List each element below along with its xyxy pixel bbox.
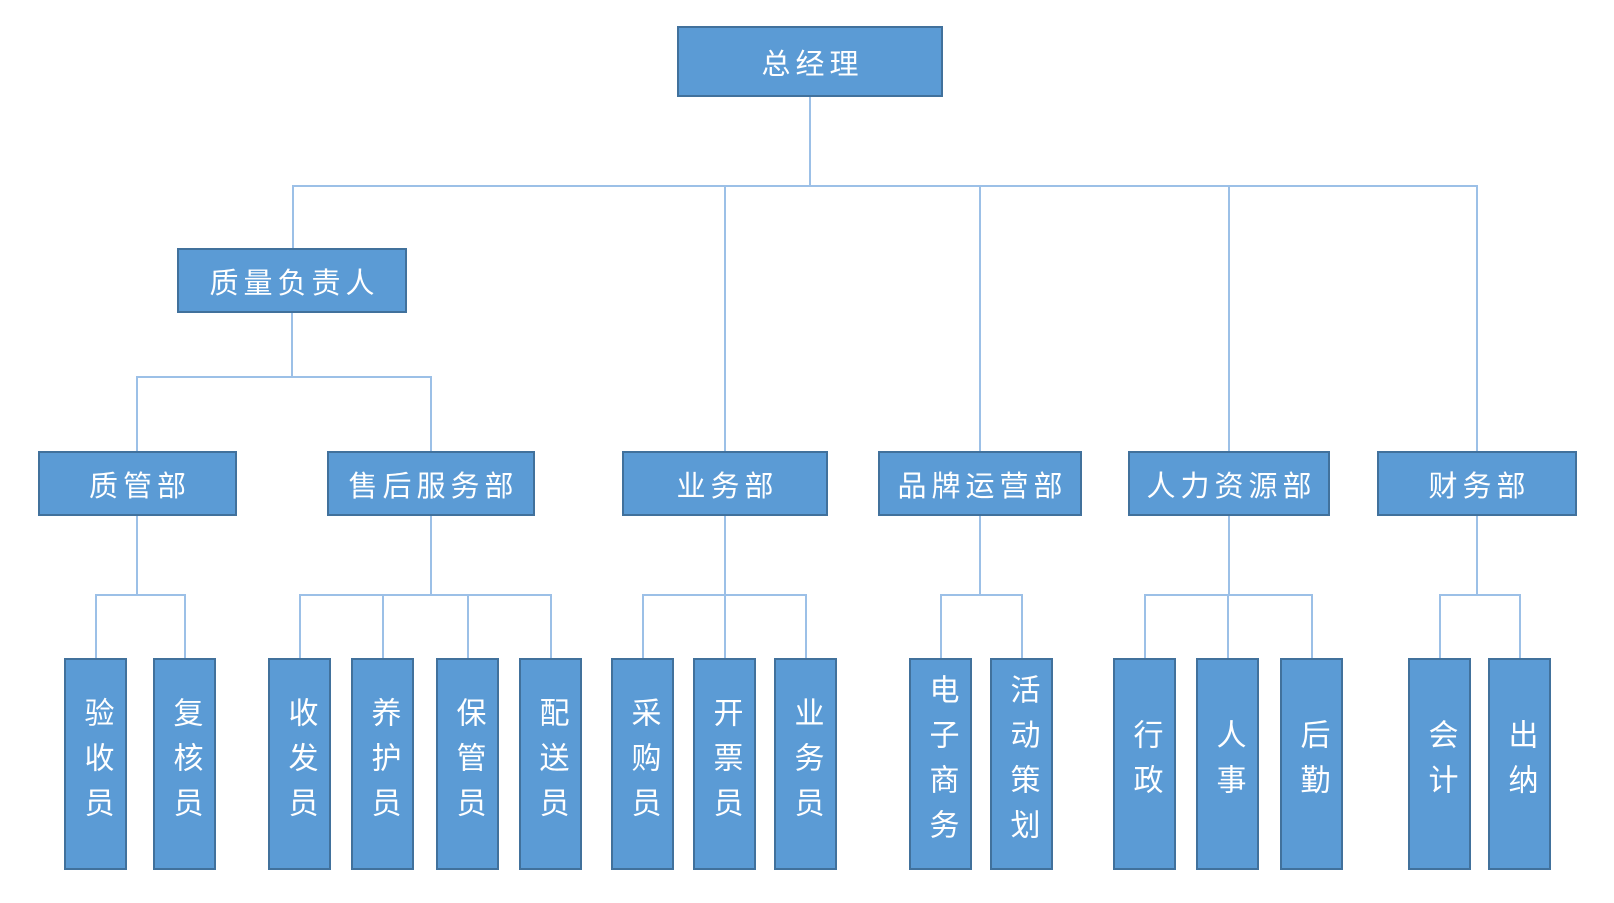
connector bbox=[805, 595, 807, 658]
connector bbox=[1439, 595, 1441, 658]
connector bbox=[1476, 186, 1478, 451]
role-label: 业务员 bbox=[788, 696, 824, 832]
connector bbox=[940, 594, 1023, 596]
role-label: 养护员 bbox=[365, 696, 401, 832]
connector bbox=[724, 186, 726, 451]
role-label: 会计 bbox=[1422, 719, 1458, 809]
connector bbox=[292, 186, 294, 248]
node-role-inspector: 验收员 bbox=[64, 658, 127, 870]
node-role-cashier: 出纳 bbox=[1488, 658, 1551, 870]
connector bbox=[979, 186, 981, 451]
connector bbox=[724, 595, 726, 658]
connector bbox=[299, 595, 301, 658]
connector bbox=[1476, 516, 1478, 595]
role-label: 出纳 bbox=[1502, 719, 1538, 809]
role-label: 开票员 bbox=[707, 696, 743, 832]
role-label: 采购员 bbox=[625, 696, 661, 832]
connector bbox=[136, 377, 138, 451]
connector bbox=[1144, 595, 1146, 658]
connector bbox=[136, 376, 432, 378]
connector bbox=[95, 594, 186, 596]
node-general-manager: 总经理 bbox=[677, 26, 943, 97]
node-role-personnel: 人事 bbox=[1196, 658, 1259, 870]
connector bbox=[430, 516, 432, 595]
connector bbox=[291, 313, 293, 377]
role-label: 电子商务 bbox=[923, 674, 959, 854]
node-dept-after-sales: 售后服务部 bbox=[327, 451, 535, 516]
connector bbox=[809, 97, 811, 186]
role-label: 人事 bbox=[1210, 719, 1246, 809]
connector bbox=[1227, 595, 1229, 658]
connector bbox=[292, 185, 1478, 187]
role-label: 保管员 bbox=[450, 696, 486, 832]
connector bbox=[1439, 594, 1521, 596]
node-dept-finance: 财务部 bbox=[1377, 451, 1577, 516]
connector bbox=[299, 594, 552, 596]
node-role-invoicing-clerk: 开票员 bbox=[693, 658, 756, 870]
connector bbox=[184, 595, 186, 658]
connector bbox=[1228, 186, 1230, 451]
node-quality-lead: 质量负责人 bbox=[177, 248, 407, 313]
node-role-accountant: 会计 bbox=[1408, 658, 1471, 870]
role-label: 配送员 bbox=[533, 696, 569, 832]
node-role-delivery: 配送员 bbox=[519, 658, 582, 870]
role-label: 验收员 bbox=[78, 696, 114, 832]
connector bbox=[95, 595, 97, 658]
role-label: 复核员 bbox=[167, 696, 203, 832]
role-label: 后勤 bbox=[1294, 719, 1330, 809]
connector bbox=[1519, 595, 1521, 658]
connector bbox=[550, 595, 552, 658]
node-role-salesperson: 业务员 bbox=[774, 658, 837, 870]
node-role-receiving-dispatch: 收发员 bbox=[268, 658, 331, 870]
role-label: 收发员 bbox=[282, 696, 318, 832]
connector bbox=[467, 595, 469, 658]
node-dept-business: 业务部 bbox=[622, 451, 828, 516]
node-dept-human-resources: 人力资源部 bbox=[1128, 451, 1330, 516]
node-dept-brand-operations: 品牌运营部 bbox=[878, 451, 1082, 516]
node-role-logistics: 后勤 bbox=[1280, 658, 1343, 870]
node-role-purchaser: 采购员 bbox=[611, 658, 674, 870]
role-label: 行政 bbox=[1127, 719, 1163, 809]
connector bbox=[642, 595, 644, 658]
node-role-storekeeper: 保管员 bbox=[436, 658, 499, 870]
connector bbox=[1311, 595, 1313, 658]
role-label: 活动策划 bbox=[1004, 674, 1040, 854]
connector bbox=[724, 516, 726, 595]
connector bbox=[979, 516, 981, 595]
connector bbox=[940, 595, 942, 658]
connector bbox=[382, 595, 384, 658]
connector bbox=[1228, 516, 1230, 595]
connector bbox=[430, 377, 432, 451]
node-role-event-planning: 活动策划 bbox=[990, 658, 1053, 870]
node-dept-quality-control: 质管部 bbox=[38, 451, 237, 516]
connector bbox=[1021, 595, 1023, 658]
node-role-administration: 行政 bbox=[1113, 658, 1176, 870]
node-role-ecommerce: 电子商务 bbox=[909, 658, 972, 870]
connector bbox=[136, 516, 138, 595]
node-role-maintenance: 养护员 bbox=[351, 658, 414, 870]
node-role-reviewer: 复核员 bbox=[153, 658, 216, 870]
